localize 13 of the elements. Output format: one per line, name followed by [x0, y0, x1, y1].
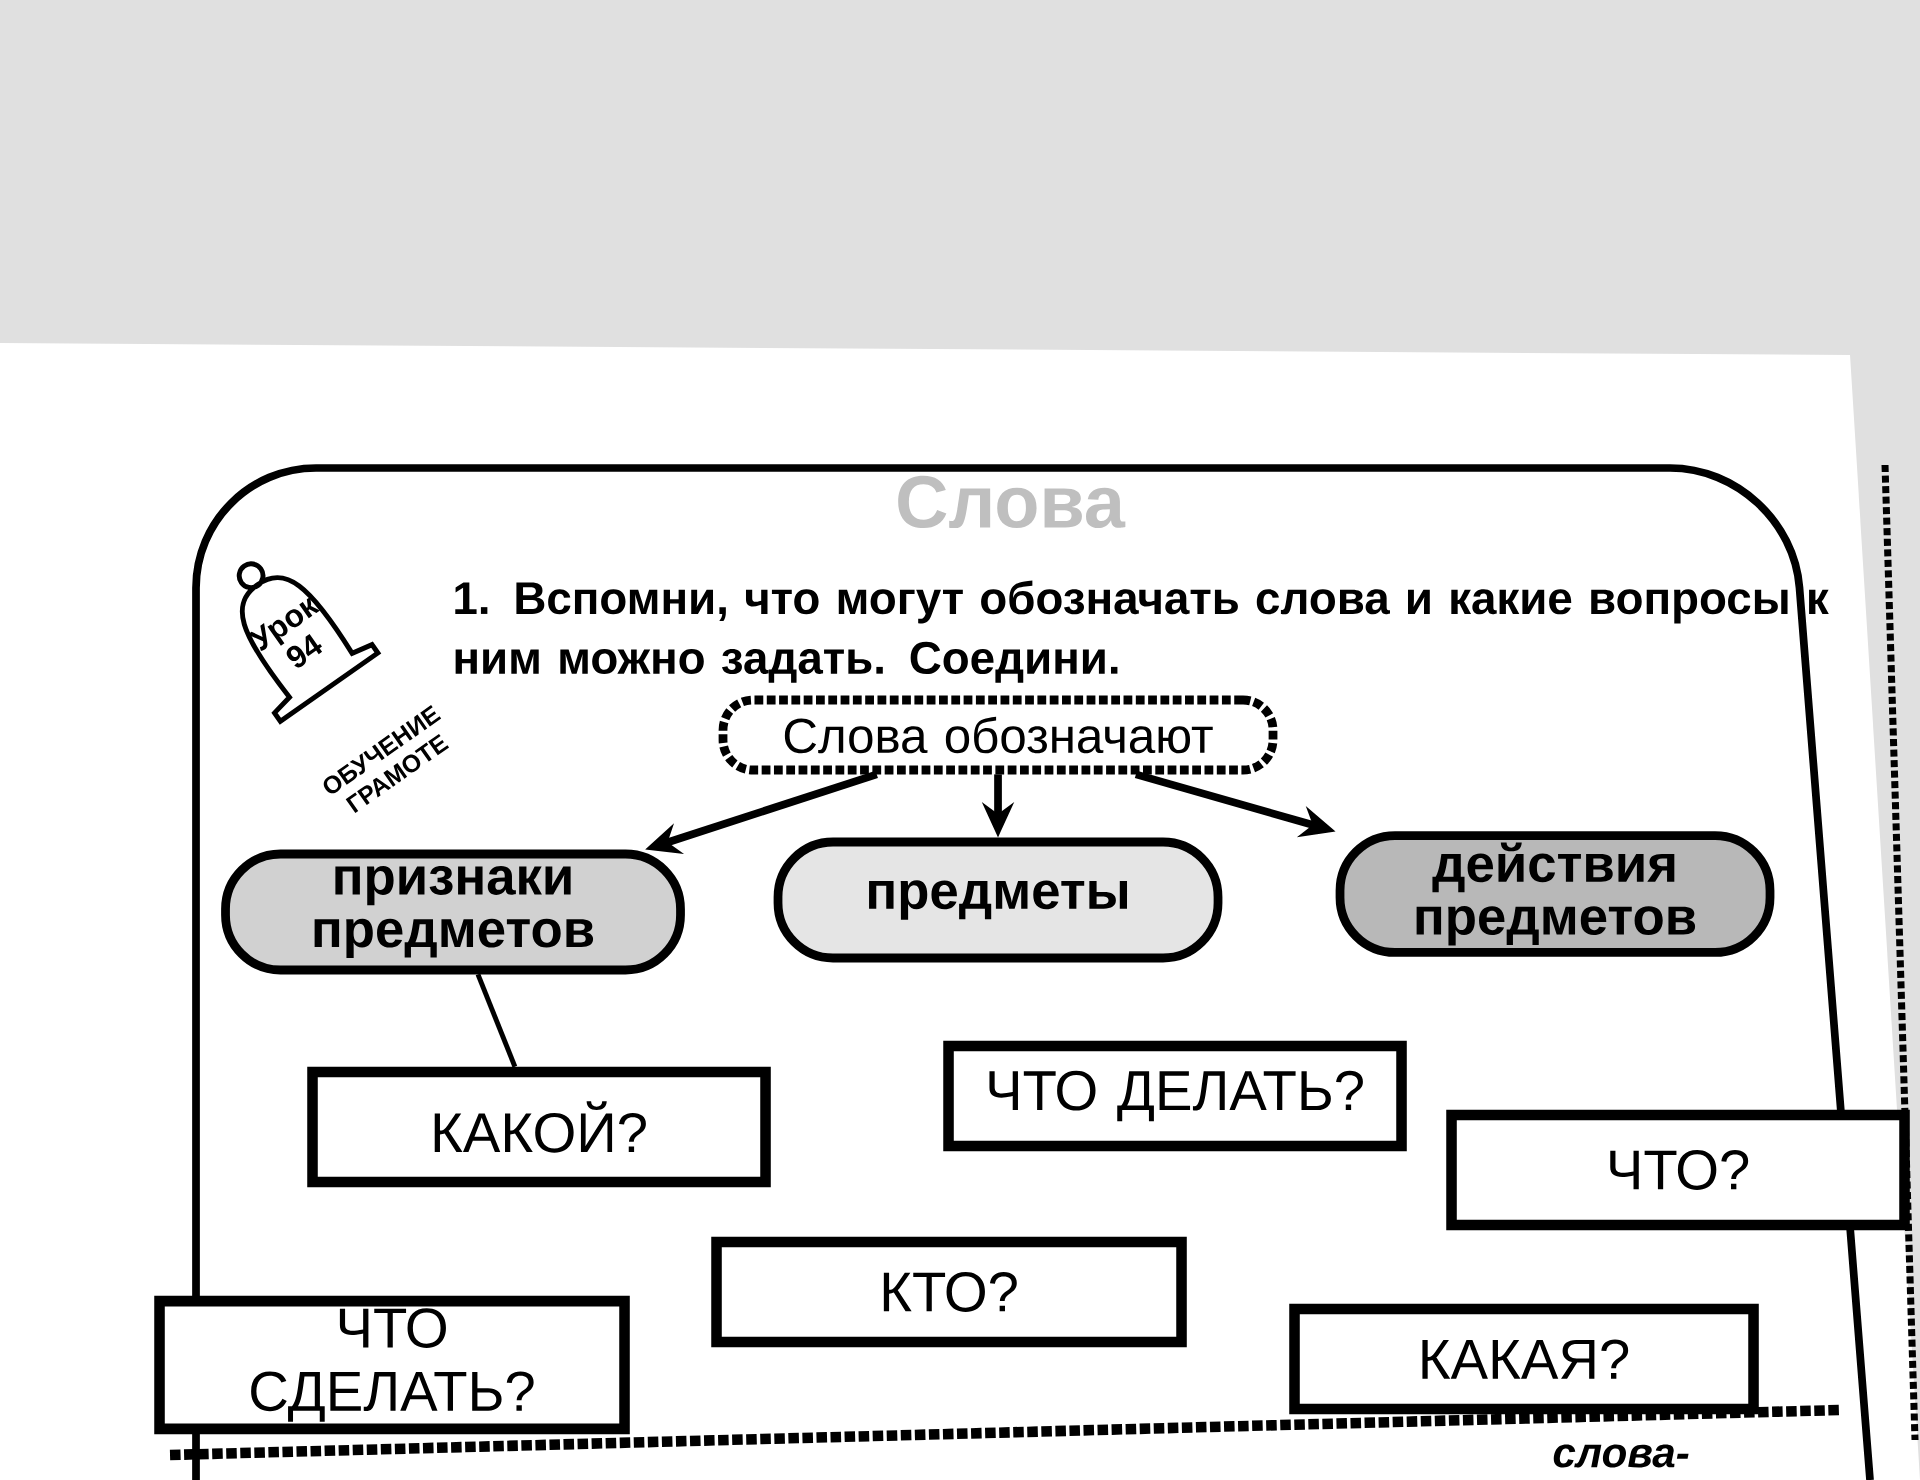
title: Слова [898, 475, 1126, 529]
answer-box: ЧТО? [1446, 1109, 1910, 1231]
answer-box: ЧТО СДЕЛАТЬ? [154, 1295, 630, 1435]
answer-box: КАКОЙ? [307, 1066, 771, 1188]
dotted-box: Слова обозначают [718, 695, 1278, 775]
answer-box: КТО? [711, 1236, 1187, 1348]
answer-box: ЧТО ДЕЛАТЬ? [943, 1040, 1407, 1152]
instruction: 1. Вспомни, что могут обозначать слова и какие вопросы к ним можно задать. Соедини. [455, 580, 1829, 683]
answer-box: КАКАЯ? [1289, 1303, 1759, 1415]
rounded-box: признаки предметов [221, 849, 685, 975]
rounded-box: действия предметов [1335, 831, 1775, 957]
rounded-box: предметы [773, 837, 1223, 963]
connecting-line [475, 973, 518, 1068]
